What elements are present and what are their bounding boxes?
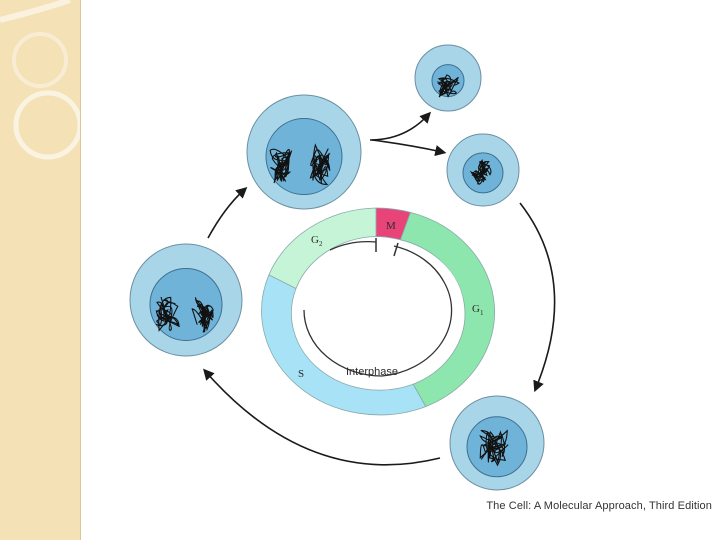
phase-ring: M G1 G2 S Interphase <box>261 207 496 416</box>
chromatin <box>191 297 214 333</box>
arrow-to-top-daughter <box>369 111 432 141</box>
cycle-arrows <box>203 111 556 466</box>
cell-g1-growing <box>449 395 545 491</box>
interphase-label: Interphase <box>346 366 398 378</box>
s-phase-segment <box>261 274 427 416</box>
cell-s-phase <box>129 243 243 357</box>
g2-phase-segment <box>268 207 377 290</box>
cell-after-mitosis-right <box>446 133 520 207</box>
arrow-to-right-daughter <box>371 139 447 157</box>
cells <box>129 44 545 491</box>
m-phase-label: M <box>386 220 396 232</box>
s-phase-label: S <box>298 368 304 380</box>
cell-after-mitosis-top <box>414 44 482 112</box>
ring-center <box>300 240 464 380</box>
chromatin <box>269 148 293 184</box>
inner-arc-right <box>303 245 453 377</box>
figure-caption: The Cell: A Molecular Approach, Third Ed… <box>486 500 712 512</box>
g1-phase-label: G1 <box>472 303 484 317</box>
arrow-g1-growth <box>519 202 556 393</box>
chromatin <box>469 158 492 185</box>
decorative-sidebar <box>0 0 83 540</box>
checkpoint-tick-2 <box>393 242 399 257</box>
chromatin <box>309 143 331 186</box>
inner-arc-left <box>329 241 377 251</box>
chromatin <box>155 296 180 332</box>
arrow-to-mitosis <box>207 187 248 239</box>
arrow-to-s-phase <box>203 368 441 466</box>
cell-g2-duplicated <box>246 94 362 210</box>
g2-phase-label: G2 <box>311 234 323 248</box>
chromatin <box>479 429 509 467</box>
chromatin <box>437 74 460 98</box>
